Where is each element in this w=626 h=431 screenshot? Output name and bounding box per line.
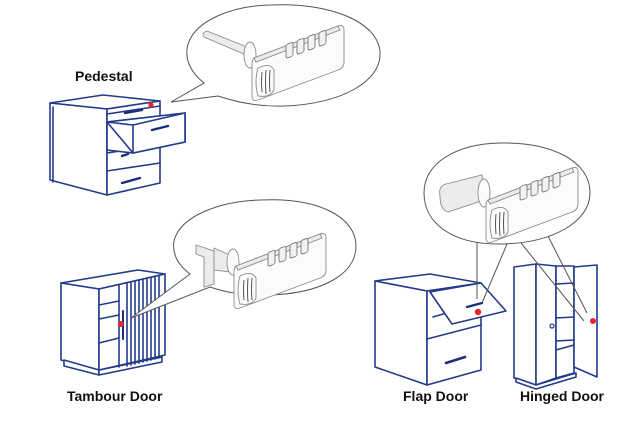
pedestal-drawer-cabinet-icon	[49, 94, 186, 196]
pedestal-lock-callout	[170, 4, 381, 107]
flap-door-label: Flap Door	[403, 388, 469, 404]
hinged-door-wardrobe-icon	[513, 263, 598, 390]
combination-cam-lock-icon	[195, 233, 327, 309]
hinged-door-label: Hinged Door	[520, 388, 604, 404]
tambour-door-cabinet-icon	[60, 269, 166, 376]
hinged-lock-marker	[590, 318, 596, 324]
combination-cam-lock-icon	[439, 167, 579, 243]
pedestal-lock-marker	[148, 102, 154, 108]
tambour-door-label: Tambour Door	[67, 388, 163, 404]
pedestal-label: Pedestal	[75, 68, 133, 84]
tambour-lock-callout	[130, 199, 357, 319]
flap-door-cabinet-icon	[374, 273, 507, 386]
tambour-lock-marker	[118, 321, 124, 327]
flap-hinged-lock-callout	[423, 142, 591, 322]
flap-lock-marker	[474, 308, 482, 316]
combination-cam-lock-icon	[202, 25, 345, 101]
